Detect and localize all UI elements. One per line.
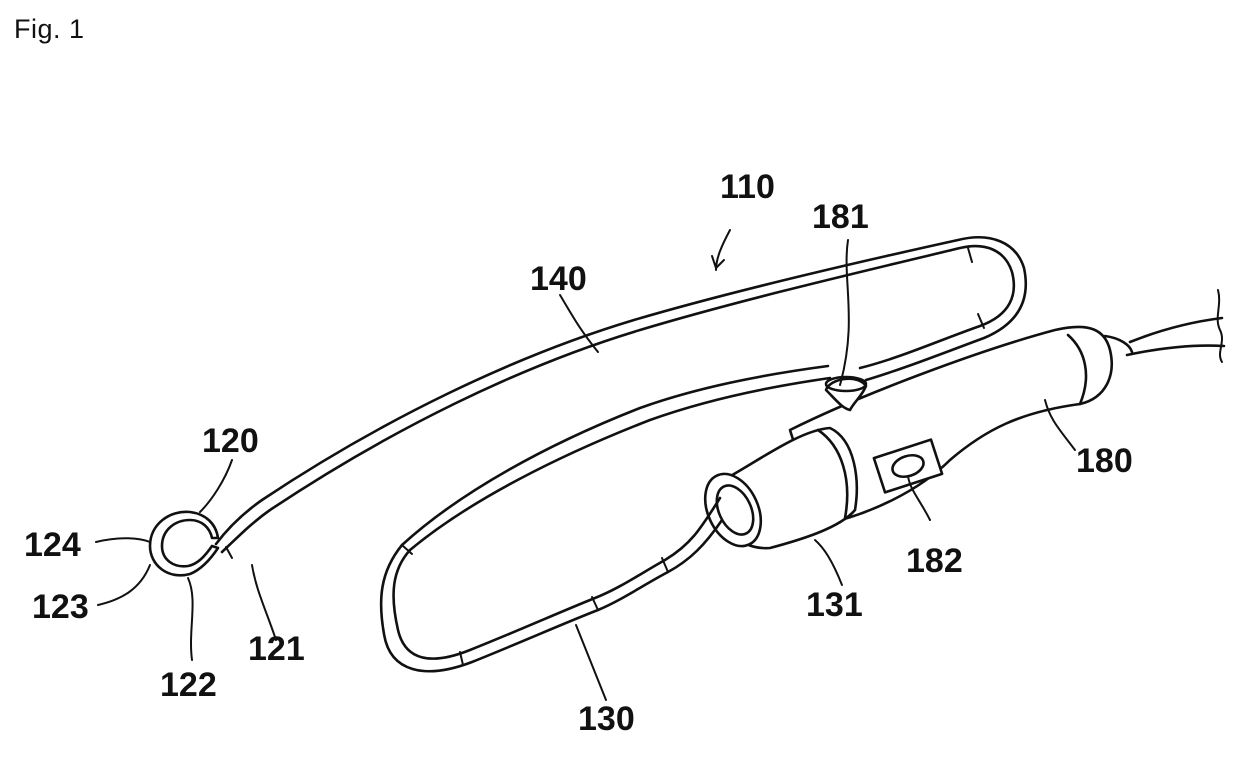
power-cord <box>1127 290 1224 362</box>
label-122: 122 <box>160 666 217 704</box>
label-120: 120 <box>202 422 259 460</box>
label-182: 182 <box>906 542 963 580</box>
label-130: 130 <box>578 700 635 738</box>
figure-title: Fig. 1 <box>14 14 85 45</box>
label-110: 110 <box>720 168 775 206</box>
grip <box>694 428 856 555</box>
label-131: 131 <box>806 586 863 624</box>
label-180: 180 <box>1076 442 1133 480</box>
label-181: 181 <box>812 198 869 236</box>
label-123: 123 <box>32 588 89 626</box>
label-124: 124 <box>24 526 81 564</box>
ring-head <box>150 512 218 576</box>
label-121: 121 <box>248 630 305 668</box>
label-140: 140 <box>530 260 587 298</box>
